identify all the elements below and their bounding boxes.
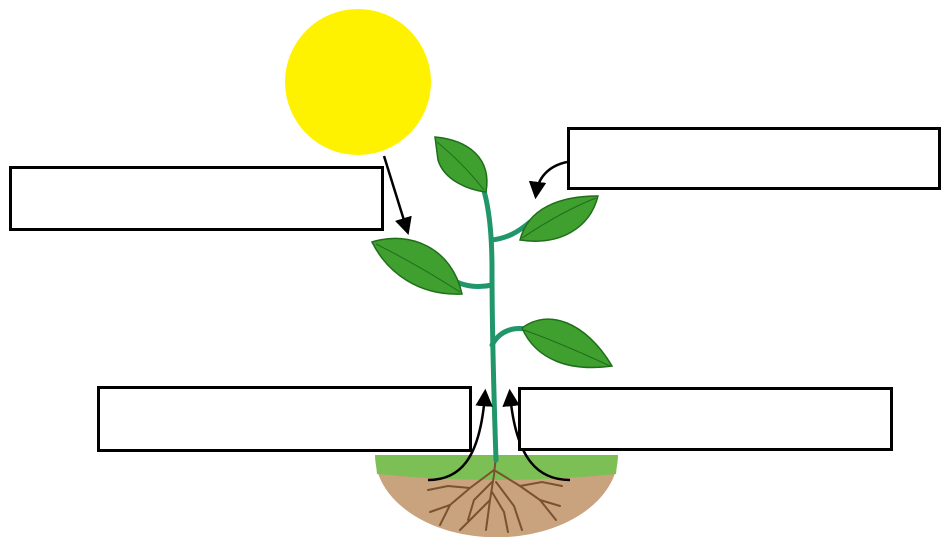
air-arrow <box>536 162 567 194</box>
soil-icon <box>375 455 618 537</box>
label-box-bottom-left[interactable] <box>97 386 472 452</box>
sun-icon <box>285 9 431 155</box>
label-box-bottom-right[interactable] <box>518 387 893 451</box>
label-box-top-left[interactable] <box>9 166 384 231</box>
sunlight-arrow <box>384 156 407 230</box>
label-box-top-right[interactable] <box>567 127 941 190</box>
